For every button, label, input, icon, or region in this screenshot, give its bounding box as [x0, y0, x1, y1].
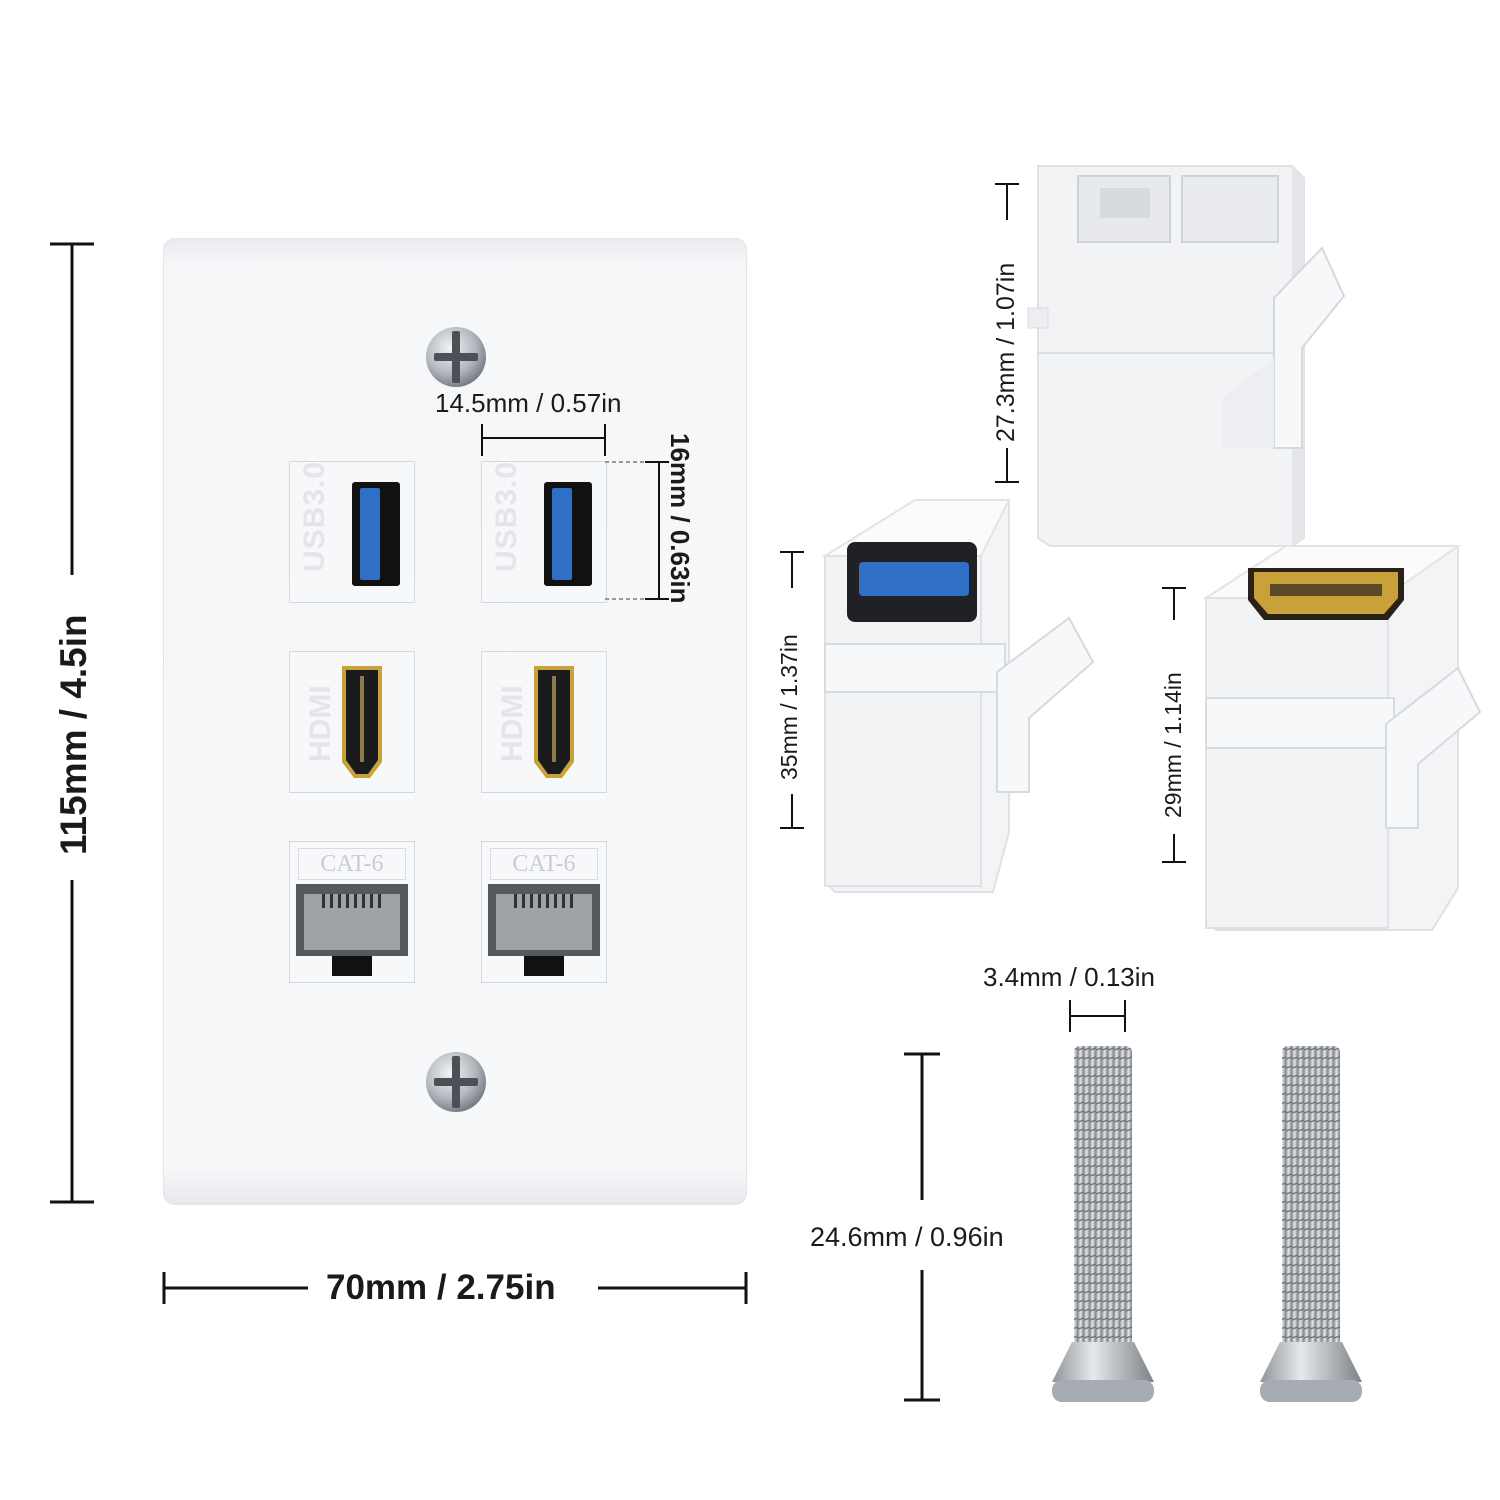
plate-port-rj45-right: CAT-6 — [481, 841, 607, 983]
rj45-keystone-height-label: 27.3mm / 1.07in — [992, 262, 1020, 442]
plate-height-dimension-line — [50, 242, 94, 1204]
plate-port-hdmi-left: HDMI — [289, 651, 415, 793]
plate-width-label: 70mm / 2.75in — [326, 1268, 556, 1307]
wall-plate — [163, 238, 747, 1205]
plate-screw-top — [426, 327, 486, 387]
usb-port-label: USB3.0 — [490, 460, 523, 572]
rj45-port-label: CAT-6 — [298, 848, 406, 880]
hdmi-keystone-dimension-line — [1162, 587, 1186, 863]
screw-length-label: 24.6mm / 0.96in — [810, 1222, 1004, 1252]
plate-width-dimension-line — [162, 1272, 748, 1304]
hdmi-port-opening — [534, 666, 574, 778]
rj45-keystone-jack — [1027, 165, 1346, 547]
rj45-port-opening — [296, 884, 408, 976]
hdmi-keystone-height-label: 29mm / 1.14in — [1160, 672, 1186, 818]
hdmi-port-label: HDMI — [304, 685, 337, 762]
hdmi-port-opening — [342, 666, 382, 778]
screw-diameter-label: 3.4mm / 0.13in — [983, 962, 1155, 992]
plate-port-rj45-left: CAT-6 — [289, 841, 415, 983]
mounting-screw-left — [1052, 1046, 1154, 1402]
usb-keystone-height-label: 35mm / 1.37in — [776, 634, 802, 780]
hdmi-keystone-jack — [1202, 545, 1482, 931]
usb-port-opening — [352, 482, 400, 586]
screw-length-dimension-line — [904, 1052, 940, 1402]
plate-port-hdmi-right: HDMI — [481, 651, 607, 793]
plate-port-usb-right: USB3.0 — [481, 461, 607, 603]
plate-height-label: 115mm / 4.5in — [53, 614, 94, 855]
usb-port-opening — [544, 482, 592, 586]
usb-keystone-dimension-line — [780, 551, 804, 829]
hdmi-port-label: HDMI — [496, 685, 529, 762]
port-spacing-label: 14.5mm / 0.57in — [435, 388, 622, 418]
port-spacing-dimension-line — [481, 424, 606, 456]
usb-keystone-jack — [821, 499, 1095, 893]
rj45-keystone-dimension-line — [995, 183, 1019, 483]
plate-port-usb-left: USB3.0 — [289, 461, 415, 603]
port-height-dimension-line — [605, 461, 669, 600]
plate-screw-bottom — [426, 1052, 486, 1112]
rj45-port-label: CAT-6 — [490, 848, 598, 880]
usb-port-label: USB3.0 — [298, 460, 331, 572]
rj45-port-opening — [488, 884, 600, 976]
mounting-screw-right — [1260, 1046, 1362, 1402]
screw-diameter-dimension-line — [1069, 1000, 1126, 1032]
port-height-label: 16mm / 0.63in — [665, 433, 695, 604]
